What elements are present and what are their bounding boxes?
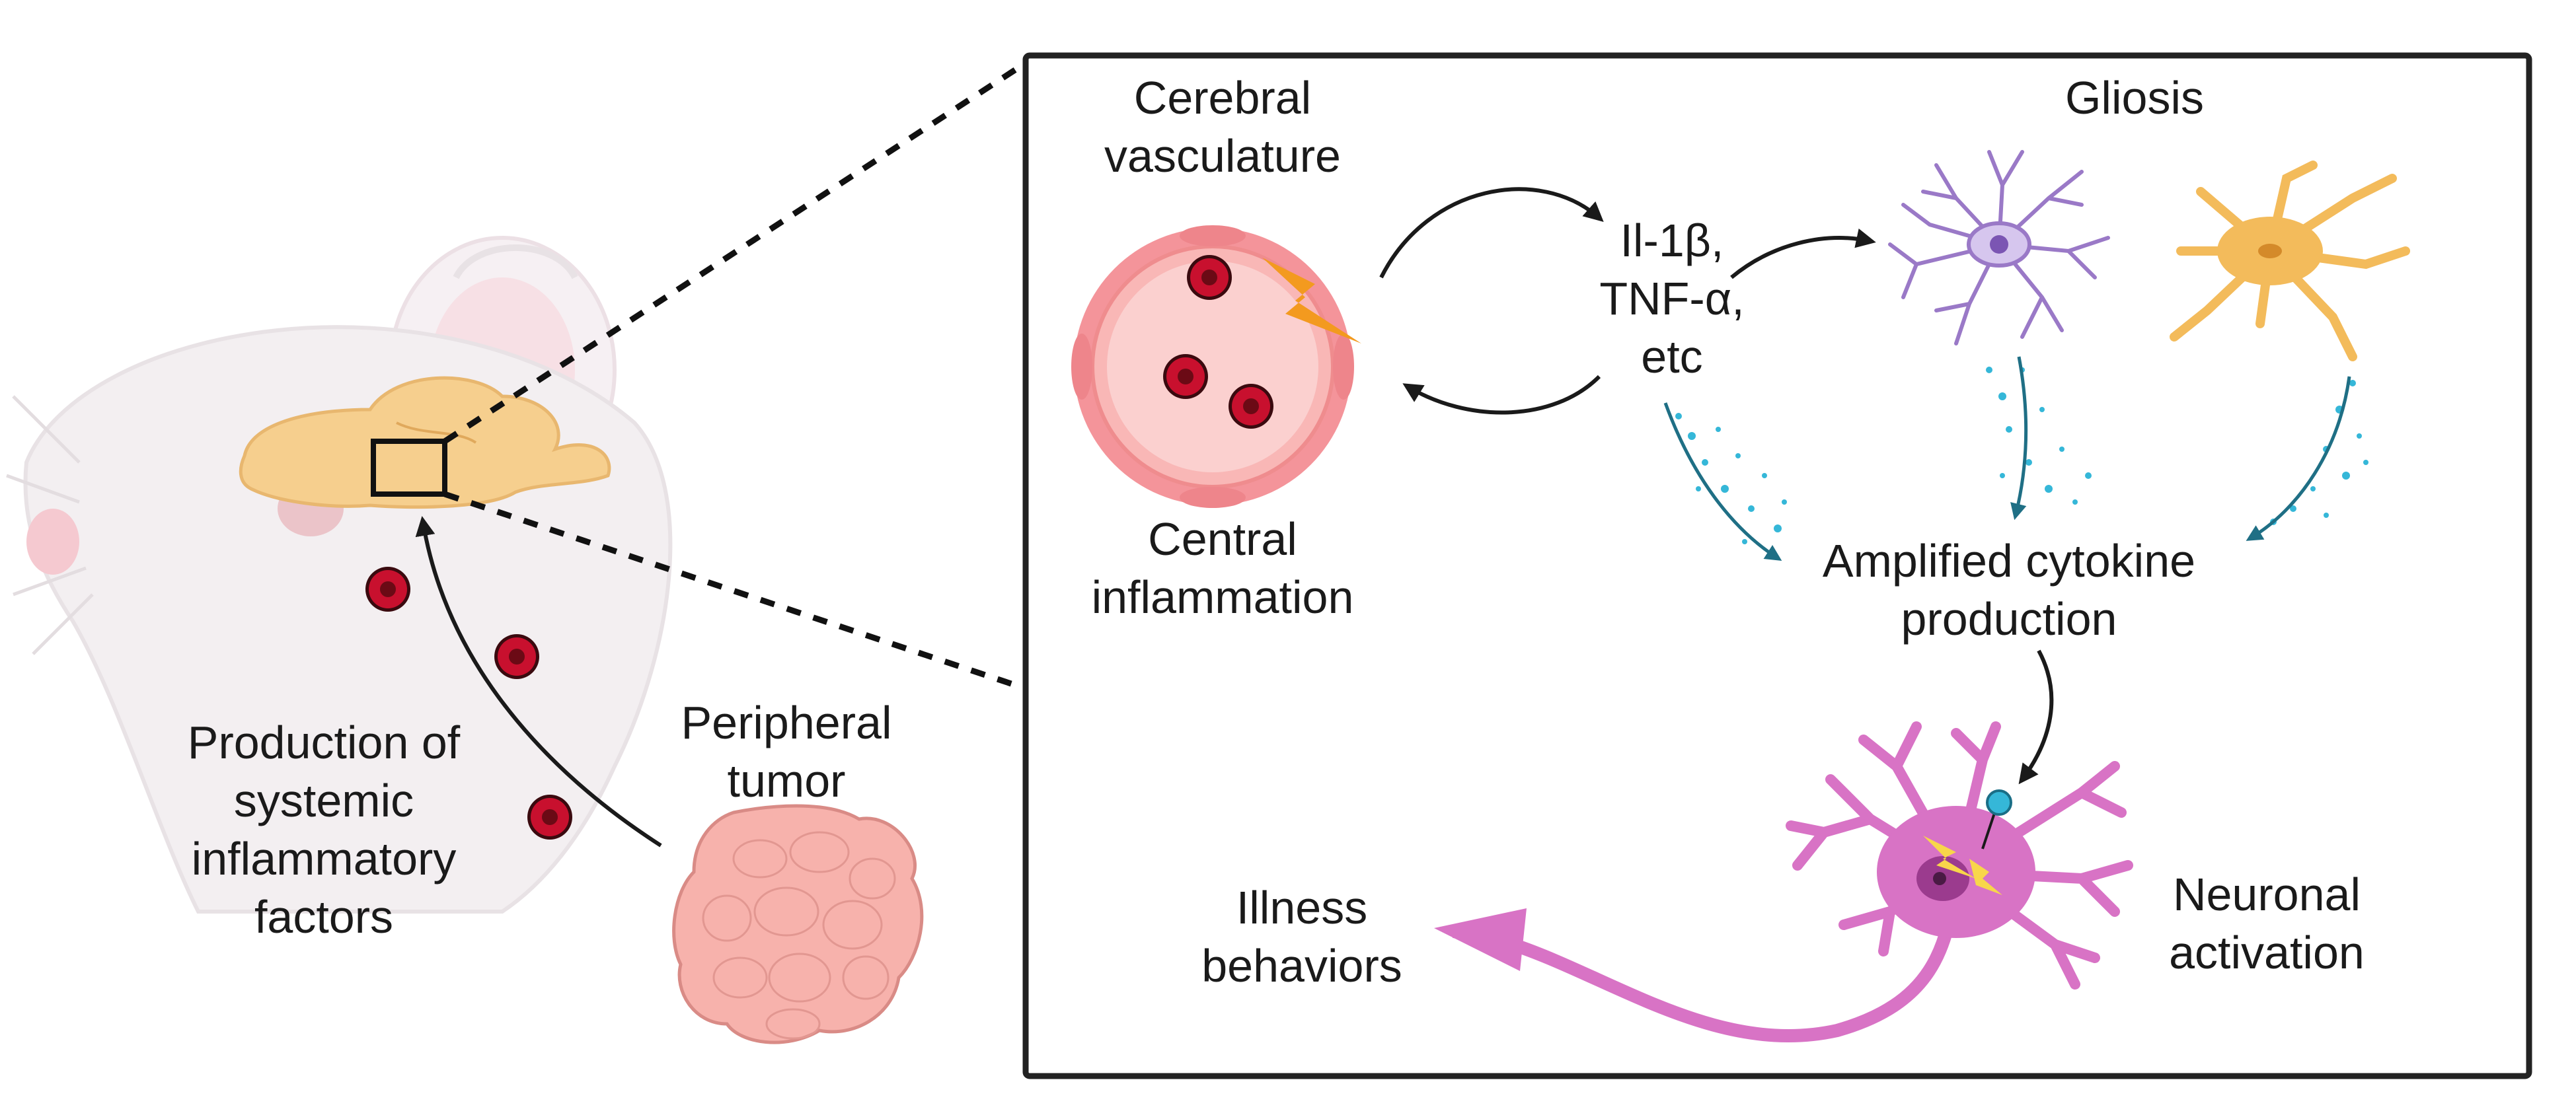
cytokines-to-vessel-arrow xyxy=(1402,375,1601,415)
label-cytokines: Il-1β, TNF-α, etc xyxy=(1599,215,1745,382)
label-peripheral-tumor: Peripheral tumor xyxy=(681,697,892,807)
tumor xyxy=(672,804,924,1044)
zoom-line-bottom xyxy=(443,491,1022,690)
label-illness-behaviors: Illness behaviors xyxy=(1201,882,1402,992)
label-cerebral-vasculature: Cerebral vasculature xyxy=(1104,72,1341,182)
inflammatory-factor-2 xyxy=(494,634,539,679)
label-gliosis: Gliosis xyxy=(2065,72,2205,124)
cytokines-to-glia-arrow xyxy=(1730,228,1876,279)
lightning-icon xyxy=(1262,258,1361,343)
cytokine-arrow-right xyxy=(2246,376,2351,541)
zoom-box xyxy=(371,439,447,497)
astrocyte xyxy=(2170,161,2410,361)
inset-panel xyxy=(1022,52,2532,1079)
cerebral-vessel xyxy=(1071,225,1361,508)
label-central-inflammation: Central inflammation xyxy=(1091,513,1354,623)
label-neuronal-activation: Neuronal activation xyxy=(2169,869,2365,978)
cytokine-arrow-middle xyxy=(2010,356,2028,521)
illness-arrowhead xyxy=(1434,908,1527,971)
axon xyxy=(1507,865,1963,1042)
inflammatory-factor-1 xyxy=(365,567,410,612)
inflammatory-factor-3 xyxy=(527,795,572,840)
cytokine-arrow-left xyxy=(1663,402,1782,561)
zoom-line-top xyxy=(443,63,1023,444)
label-amplified-cytokine-production: Amplified cytokine production xyxy=(1822,535,2196,645)
amplified-to-neuron-arrow xyxy=(2018,649,2054,785)
microglia xyxy=(1888,150,2110,345)
label-systemic-factors: Production of systemic inflammatory fact… xyxy=(187,717,461,943)
neuron xyxy=(1434,721,2133,1042)
vessel-to-cytokines-arrow xyxy=(1379,187,1604,279)
tumor-to-brain-arrow xyxy=(415,516,662,848)
